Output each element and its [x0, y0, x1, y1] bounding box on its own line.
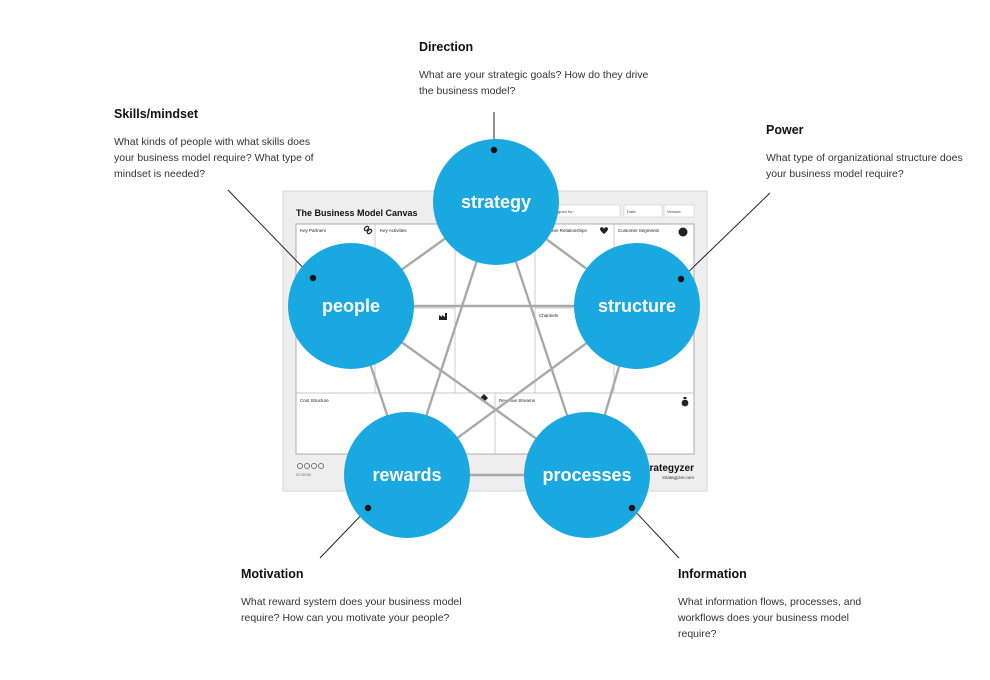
circle-shape — [344, 412, 470, 538]
canvas-cell-labels: Key Partners Key Activities Customer Rel… — [300, 228, 660, 403]
leader-dots — [309, 146, 685, 512]
circle-shape — [288, 243, 414, 369]
callout-motivation: Motivation What reward system does your … — [241, 567, 491, 626]
canvas-footer: CC BY-SA Strategyzer strategyzer.com — [296, 463, 694, 480]
link-icon — [363, 225, 373, 235]
heart-icon — [600, 227, 608, 234]
canvas-brand: Strategyzer — [640, 463, 695, 474]
leader-dot-skills — [309, 274, 317, 282]
factory-icon — [439, 313, 447, 320]
callout-information: Information What information flows, proc… — [678, 567, 928, 642]
canvas-title: The Business Model Canvas — [296, 208, 418, 218]
callout-text: What reward system does your business mo… — [241, 596, 462, 624]
circle-rewards: rewards — [344, 412, 470, 538]
canvas-cell-label: Customer Relationships — [539, 228, 588, 233]
canvas-cell-label: Key Activities — [380, 228, 407, 233]
callout-title: Power — [766, 123, 804, 137]
circle-shape — [524, 412, 650, 538]
callout-power: Power What type of organizational struct… — [766, 123, 990, 182]
license-icons — [297, 463, 324, 469]
canvas-cell-label: Channels — [539, 313, 559, 318]
callout-title: Direction — [419, 40, 474, 54]
canvas-cell-label: Customer Segments — [618, 228, 660, 233]
canvas-cell-label: Key Partners — [300, 228, 327, 233]
leader-information — [631, 507, 680, 559]
leader-dot-direction — [490, 146, 498, 154]
canvas-header-fields: Designed for: Date: Version: — [547, 204, 695, 218]
canvas-cell-label: Cost Structure — [300, 398, 329, 403]
circle-label: structure — [598, 296, 676, 316]
leader-dot-power — [677, 275, 685, 283]
segments-icon — [678, 227, 688, 237]
leader-power — [680, 192, 771, 280]
leader-dot-information — [628, 504, 636, 512]
circle-processes: processes — [524, 412, 650, 538]
circle-label: rewards — [372, 465, 441, 485]
circle-shape — [433, 139, 559, 265]
leader-dot-motivation — [364, 504, 372, 512]
circle-strategy: strategy — [433, 139, 559, 265]
canvas-field-label: Designed for: — [550, 209, 574, 214]
canvas-cell-label: Revenue Streams — [499, 398, 536, 403]
canvas-cell-icons — [363, 225, 689, 407]
circle-people: people — [288, 243, 414, 369]
money-bag-icon — [681, 397, 689, 407]
circle-label: processes — [542, 465, 631, 485]
leader-skills — [227, 189, 314, 279]
callout-direction: Direction What are your strategic goals?… — [419, 40, 669, 99]
circle-shape — [574, 243, 700, 369]
canvas-field-label: Version: — [667, 209, 681, 214]
canvas-brand-url: strategyzer.com — [662, 475, 694, 480]
callout-title: Information — [678, 567, 747, 581]
element-circles: strategy structure processes rewards people — [288, 139, 700, 538]
circle-structure: structure — [574, 243, 700, 369]
callout-text: What kinds of people with what skills do… — [114, 136, 314, 180]
circle-label: strategy — [461, 192, 531, 212]
callout-text: What information flows, processes, and w… — [678, 596, 862, 640]
canvas-field-version — [663, 204, 695, 218]
callout-text: What are your strategic goals? How do th… — [419, 69, 649, 97]
canvas-license: CC BY-SA — [296, 473, 312, 477]
callout-title: Skills/mindset — [114, 107, 199, 121]
callout-title: Motivation — [241, 567, 304, 581]
canvas-field-label: Date: — [627, 209, 637, 214]
callout-text: What type of organizational structure do… — [766, 152, 963, 180]
canvas-field-date — [623, 204, 663, 218]
circle-label: people — [322, 296, 380, 316]
callout-skills: Skills/mindset What kinds of people with… — [114, 107, 364, 182]
